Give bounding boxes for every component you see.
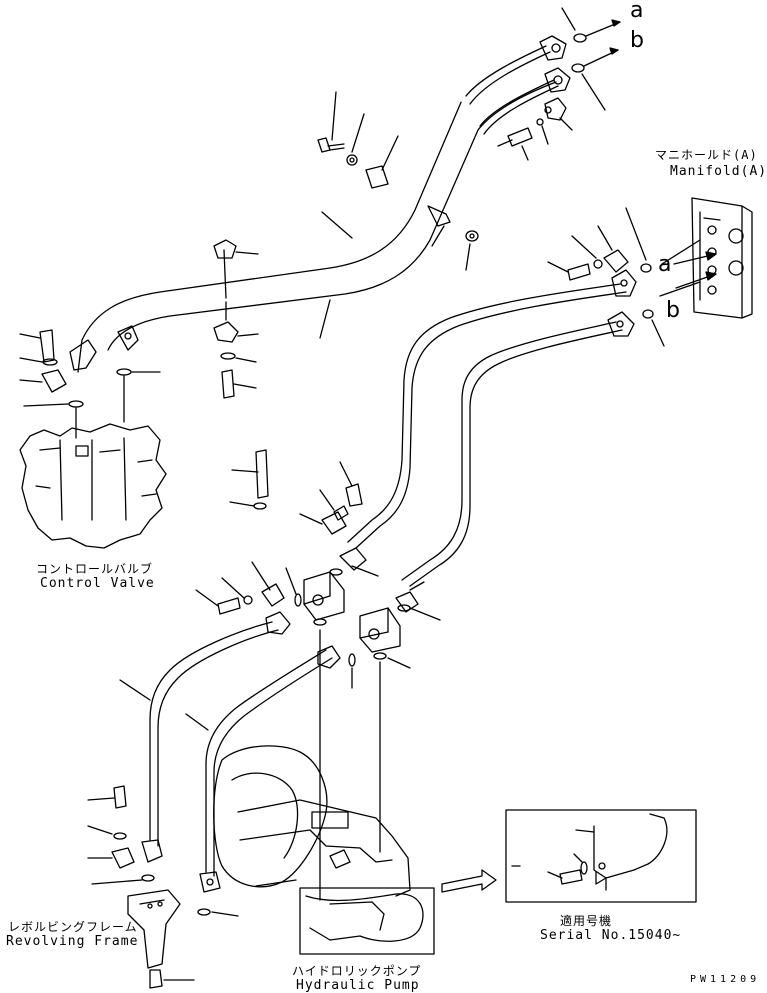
revolving-frame — [92, 875, 238, 988]
manifold-label-jp: マニホールド(A) — [655, 148, 758, 162]
upper-hose-left-fitting — [20, 326, 160, 438]
pump-inset — [300, 888, 434, 954]
drawing-code: PW11209 — [690, 974, 761, 985]
callout-letter-a-manifold: a — [658, 252, 672, 277]
upper-hose-clamps — [214, 240, 258, 398]
callout-letter-b-top: b — [630, 28, 644, 53]
bolt-upper-left — [318, 92, 478, 338]
control-valve-label-jp: コントロールバルブ — [36, 562, 154, 576]
hydraulic-pump — [214, 746, 410, 896]
serial-inset — [506, 810, 696, 902]
right-hose-pair — [348, 284, 626, 586]
junction-blocks — [230, 450, 440, 652]
control-valve — [20, 424, 166, 548]
manifold-a — [660, 198, 752, 318]
manifold-fittings — [548, 208, 664, 346]
lower-hose-fittings — [88, 612, 380, 900]
junction-bolts — [196, 562, 410, 688]
serial-arrow — [442, 870, 496, 892]
hydraulic-pump-label-en: Hydraulic Pump — [296, 978, 420, 993]
revolving-frame-label-en: Revolving Frame — [6, 934, 139, 949]
callout-letter-a-top: a — [630, 0, 644, 23]
serial-label-jp: 適用号機 — [560, 914, 613, 928]
serial-label-en: Serial No.15040~ — [540, 928, 682, 943]
revolving-frame-label-jp: レボルビングフレーム — [8, 920, 138, 934]
callout-letter-b-manifold: b — [666, 298, 680, 323]
control-valve-label-en: Control Valve — [40, 576, 155, 591]
manifold-label-en: Manifold(A) — [670, 164, 767, 179]
top-fittings — [540, 8, 620, 110]
flange-clamp-upper — [498, 98, 572, 160]
hydraulic-pump-label-jp: ハイドロリックポンプ — [292, 964, 422, 978]
lower-hose-pair — [150, 622, 332, 876]
upper-hose-pair — [78, 46, 558, 372]
